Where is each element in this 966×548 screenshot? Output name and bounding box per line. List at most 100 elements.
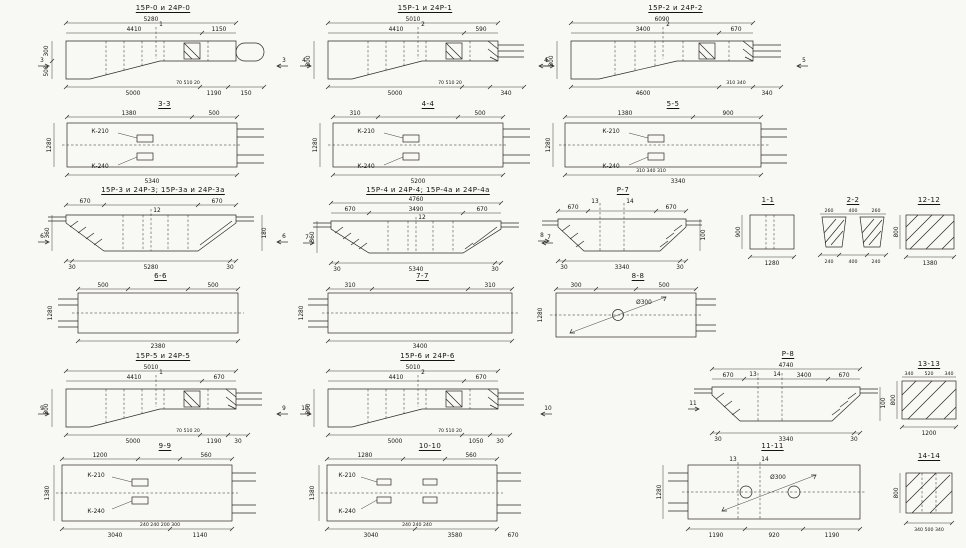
cut-label: 13	[749, 372, 757, 378]
dim-label: 800	[44, 403, 50, 414]
view-title: 15Р-3 и 24Р-3; 15Р-3а и 24Р-3а	[101, 186, 225, 194]
dim-label: 1140	[193, 533, 208, 539]
dim-label: 310	[484, 283, 495, 289]
dim-label: 5200	[411, 179, 426, 185]
hole-label: Ø300	[770, 474, 786, 481]
cut-label: 1	[159, 370, 163, 376]
dim-label: 1190	[709, 533, 724, 539]
dim-label: 3340	[779, 437, 794, 443]
cut-label: 1	[159, 22, 163, 28]
panel-beam-15r0-elevation: 15Р-0 и 24Р-0 5280 4410 1150 5000 70 510…	[38, 4, 288, 104]
dim-label: 3400	[797, 373, 812, 379]
beam-outline	[327, 40, 499, 80]
anchor-loops	[628, 132, 665, 166]
rebar-mark: К-210	[87, 473, 105, 479]
projecting-bars	[497, 472, 521, 514]
view-title: Р-8	[781, 350, 795, 358]
section-cut-top: 2	[662, 22, 670, 59]
view-title: 15Р-0 и 24Р-0	[135, 4, 191, 12]
dim-label: 310	[349, 111, 360, 117]
projecting-bars	[498, 392, 524, 406]
panel-cross-section-12-12: 12-12 800 1380	[894, 196, 962, 270]
dim-label: 3040	[364, 533, 379, 539]
section-outline	[749, 214, 795, 250]
panel-beam-r8-elevation: Р-8 13 14 4740 670 3400 670 100 30 3340 …	[688, 350, 888, 448]
beam-outline	[570, 40, 754, 80]
dim-label: 1150	[212, 27, 227, 33]
stirrup-lines	[105, 389, 209, 423]
dim-label: 30	[491, 267, 499, 273]
dim-label: 4410	[389, 27, 404, 33]
dim-label: 340	[945, 371, 954, 377]
dimension-lines	[313, 20, 527, 90]
dim-label: 1280	[48, 305, 54, 320]
section-cut-left: 5	[543, 58, 555, 69]
dim-label: 360	[45, 227, 51, 238]
dimension-lines	[316, 200, 504, 266]
dim-label: 3490	[409, 207, 424, 213]
dim-label: 1280	[313, 137, 319, 152]
plan-section-drawing: 1380 500 1280 5340 К-210 К-240	[47, 111, 264, 185]
dim-label: 3340	[671, 179, 686, 185]
anchor-detail	[183, 390, 201, 408]
cut-label: 13	[729, 457, 737, 463]
dimension-lines	[318, 456, 500, 532]
panel-beam-15r3-elevation: 15Р-3 и 24Р-3; 15Р-3а и 24Р-3а 670 670 3…	[38, 186, 288, 278]
cut-label: 10	[544, 406, 552, 412]
dimension-lines	[899, 215, 957, 260]
view-title: 5-5	[666, 100, 680, 108]
dim-label: 670	[507, 533, 518, 539]
projecting-bars	[696, 298, 716, 332]
dimension-lines	[709, 366, 881, 436]
dim-label: 800	[894, 226, 900, 237]
dim-label: 670	[665, 205, 676, 211]
dim-label: 340	[500, 91, 511, 97]
projecting-bars	[313, 222, 519, 228]
view-title: 15Р-4 и 24Р-4; 15Р-4а и 24Р-4а	[366, 186, 490, 194]
dim-label: 5000	[126, 91, 141, 97]
dim-label: 70 510 20	[438, 80, 462, 86]
dim-label: 1280	[657, 484, 663, 499]
cut-label: 6	[282, 234, 286, 240]
anchor-loops	[360, 476, 438, 510]
dim-label: 5340	[145, 179, 160, 185]
hatching	[905, 214, 955, 250]
plan-section-drawing: 310 310 1280 3400	[299, 283, 518, 350]
hatching	[334, 226, 498, 250]
plan-section-drawing: 1280 560 1380 3040 240 240 240 3580 670 …	[310, 453, 521, 539]
panel-section-9-9: 9-9 1200 560 1380 3040 240 240 200 300 1…	[40, 442, 290, 548]
view-title: 10-10	[418, 442, 442, 450]
section-cut-left: 3	[38, 58, 50, 69]
section-cut-top: 2	[417, 370, 425, 407]
dim-label: 150	[240, 91, 251, 97]
stirrup-lines	[614, 41, 730, 75]
anchor-detail	[445, 42, 463, 60]
cut-label: 9	[282, 406, 286, 412]
view-title: 15Р-1 и 24Р-1	[397, 4, 453, 12]
panel-beam-15r2-elevation: 15Р-2 и 24Р-2 6090 3400 670 4600 310 340…	[543, 4, 808, 104]
projecting-bars	[58, 298, 78, 328]
dim-label: 800	[306, 55, 312, 66]
dim-label: 5000	[388, 91, 403, 97]
cut-label: 12	[153, 208, 161, 214]
projecting-bars	[668, 472, 688, 512]
view-title: 15Р-5 и 24Р-5	[135, 352, 191, 360]
dim-label: 1280	[358, 453, 373, 459]
dim-label: 300	[44, 45, 50, 56]
panel-section-7-7: 7-7 310 310 1280 3400	[299, 272, 545, 350]
cut-label: 4	[544, 58, 548, 64]
section-cut-left: 10	[300, 406, 312, 417]
dim-label: 1280	[765, 261, 780, 267]
dim-label: 670	[79, 199, 90, 205]
projecting-bars	[232, 472, 256, 514]
section-cut-right: 6	[276, 234, 288, 245]
plan-section-drawing: 13 14 Ø300 1280 1190 920 1190	[657, 457, 866, 539]
panel-cross-section-2-2: 2-2 260 400 260 240 400 240	[810, 196, 896, 270]
projecting-bars	[694, 388, 878, 394]
dim-label: 3400	[636, 27, 651, 33]
dim-label: 3400	[413, 344, 428, 350]
dim-label: 900	[736, 226, 742, 237]
section-outline	[905, 214, 955, 250]
section-cut-right: 10	[540, 406, 552, 417]
